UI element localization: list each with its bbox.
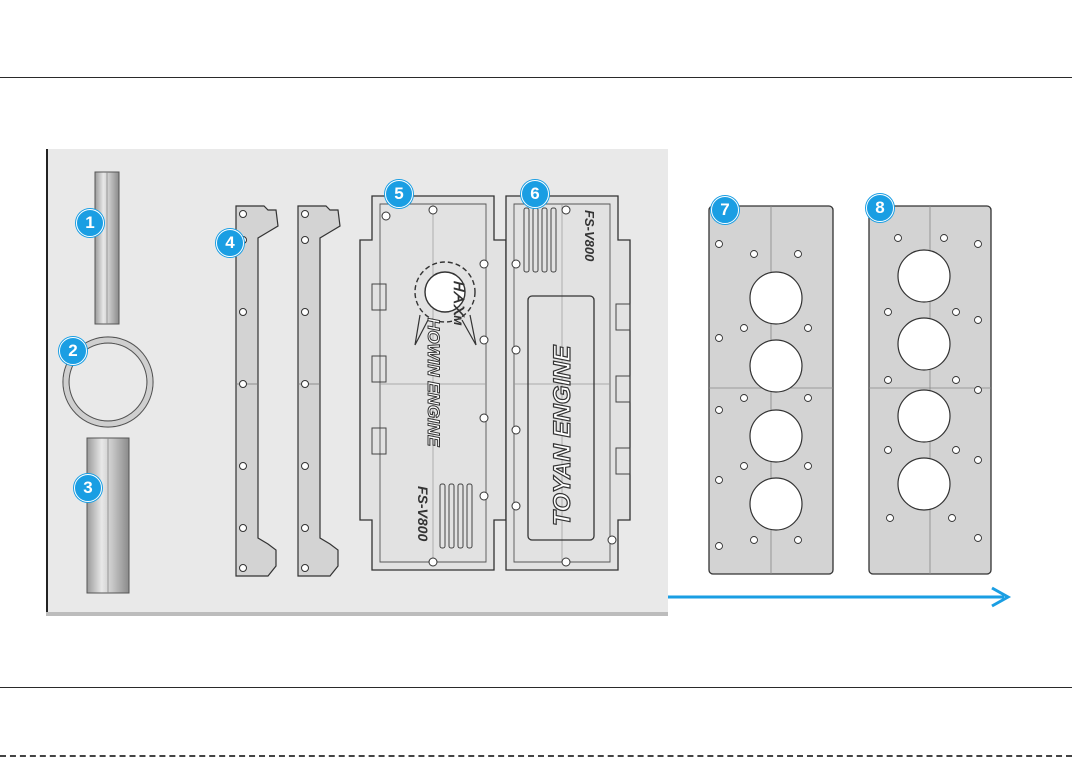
badge-6: 6 (521, 180, 549, 208)
badge-8: 8 (866, 194, 894, 222)
part-1-rod (95, 172, 119, 324)
part-7-cylinder-plate (709, 206, 833, 574)
badge-4: 4 (216, 229, 244, 257)
cover-left-emblem-text: ᕼᗅ᙭ᴍ (451, 280, 467, 326)
badge-2: 2 (59, 337, 87, 365)
badge-7: 7 (711, 196, 739, 224)
part-8-cylinder-plate (869, 206, 991, 574)
part-3-tube (87, 438, 129, 593)
part-4-gasket-strip-b (298, 206, 340, 576)
badge-1: 1 (76, 209, 104, 237)
part-4-gasket-strip-a (236, 206, 278, 576)
direction-arrow (668, 588, 1008, 606)
cover-right-model: FS-V800 (582, 210, 597, 262)
cover-right-title: TOYAN ENGINE (549, 345, 576, 526)
badge-3: 3 (74, 474, 102, 502)
badge-5: 5 (385, 180, 413, 208)
cover-left-model: FS-V800 (415, 486, 431, 541)
cover-left-title: HOWIN ENGINE (424, 318, 443, 447)
